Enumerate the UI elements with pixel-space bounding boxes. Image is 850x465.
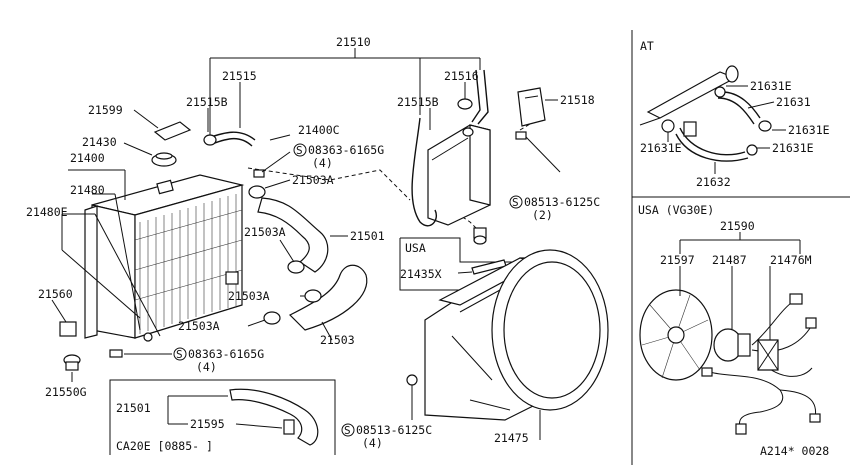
label-08513-bottom: 08513-6125C	[356, 423, 432, 437]
label-21515b-left: 21515B	[186, 95, 228, 109]
label-08363-top: 08363-6165G	[308, 143, 384, 157]
clamp-21503a-4	[247, 311, 281, 327]
label-21590: 21590	[720, 219, 755, 233]
label-21560: 21560	[38, 287, 73, 301]
label-21595: 21595	[190, 417, 225, 431]
reservoir-tank	[411, 69, 491, 245]
label-21400c: 21400C	[298, 123, 340, 137]
vg30e-fan-assembly	[639, 232, 821, 435]
label-21435x: 21435X	[400, 267, 442, 281]
label-21550g: 21550G	[45, 385, 87, 399]
clamp-21503a-1	[248, 179, 291, 199]
lower-hose-21503	[288, 264, 368, 341]
label-08363-bottom-qty: (4)	[196, 360, 217, 374]
label-21503a-3: 21503A	[228, 289, 270, 303]
label-21501: 21501	[350, 229, 385, 243]
clamp-21503a-2	[279, 239, 305, 274]
bolt-08363-top	[253, 151, 291, 178]
label-21597: 21597	[660, 253, 695, 267]
drawing-reference: A214* 0028	[760, 444, 829, 458]
radiator-cap-21430	[123, 142, 177, 167]
leader-21510	[209, 48, 481, 135]
label-21503: 21503	[320, 333, 355, 347]
at-panel-hoses	[639, 65, 786, 174]
label-21515: 21515	[222, 69, 257, 83]
label-21510: 21510	[336, 35, 371, 49]
bolt-08363-bottom	[109, 349, 172, 358]
label-08513-bottom-qty: (4)	[362, 436, 383, 450]
label-21503a-1: 21503A	[292, 173, 334, 187]
standard-part-mark-right: S	[509, 195, 523, 209]
s-mark-shroud: S	[344, 424, 351, 437]
mount-21560	[51, 299, 77, 337]
screw-08513-right	[515, 131, 561, 173]
s-mark-top: S	[296, 144, 303, 157]
s-mark-right: S	[512, 196, 519, 209]
overflow-hose-21515	[203, 131, 291, 147]
upper-hose-21501	[257, 197, 348, 273]
leader-21400-group	[61, 169, 161, 337]
label-21430: 21430	[82, 135, 117, 149]
ca20e-inset	[109, 379, 336, 455]
label-08513-right-qty: (2)	[532, 208, 553, 222]
standard-part-mark-bottom: S	[173, 347, 187, 361]
label-08363-bottom: 08363-6165G	[188, 347, 264, 361]
label-21599: 21599	[88, 103, 123, 117]
label-21480e: 21480E	[26, 205, 68, 219]
standard-part-mark-shroud: S	[341, 423, 355, 437]
bracket-21518	[517, 87, 558, 127]
at-panel-title: AT	[640, 39, 654, 53]
standard-part-mark-top: S	[293, 143, 307, 157]
label-08363-top-qty: (4)	[312, 156, 333, 170]
label-21400: 21400	[70, 151, 105, 165]
label-21632: 21632	[696, 175, 731, 189]
s-mark-bottom: S	[176, 348, 183, 361]
label-ca20e: CA20E [0885- ]	[116, 439, 213, 453]
label-21475: 21475	[494, 431, 529, 445]
label-21516: 21516	[444, 69, 479, 83]
label-21480: 21480	[70, 183, 105, 197]
label-21631e-4: 21631E	[772, 141, 814, 155]
label-plate-21599	[133, 109, 192, 141]
label-usa-box: USA	[405, 241, 426, 255]
label-21631e-1: 21631E	[750, 79, 792, 93]
label-21503a-2: 21503A	[244, 225, 286, 239]
label-21631: 21631	[776, 95, 811, 109]
fan-shroud-21475	[406, 249, 609, 440]
grommet-21550g	[63, 354, 81, 382]
label-21487: 21487	[712, 253, 747, 267]
label-21503a-4: 21503A	[178, 319, 220, 333]
label-08513-right: 08513-6125C	[524, 195, 600, 209]
clamp-21503a-3	[300, 289, 322, 303]
radiator-21400	[84, 174, 245, 342]
label-21518: 21518	[560, 93, 595, 107]
vg30e-panel-title: USA (VG30E)	[638, 203, 714, 217]
label-21515b-right: 21515B	[397, 95, 439, 109]
label-21476m: 21476M	[770, 253, 812, 267]
label-21631e-3: 21631E	[640, 141, 682, 155]
label-21501-inset: 21501	[116, 401, 151, 415]
label-21631e-2: 21631E	[788, 123, 830, 137]
